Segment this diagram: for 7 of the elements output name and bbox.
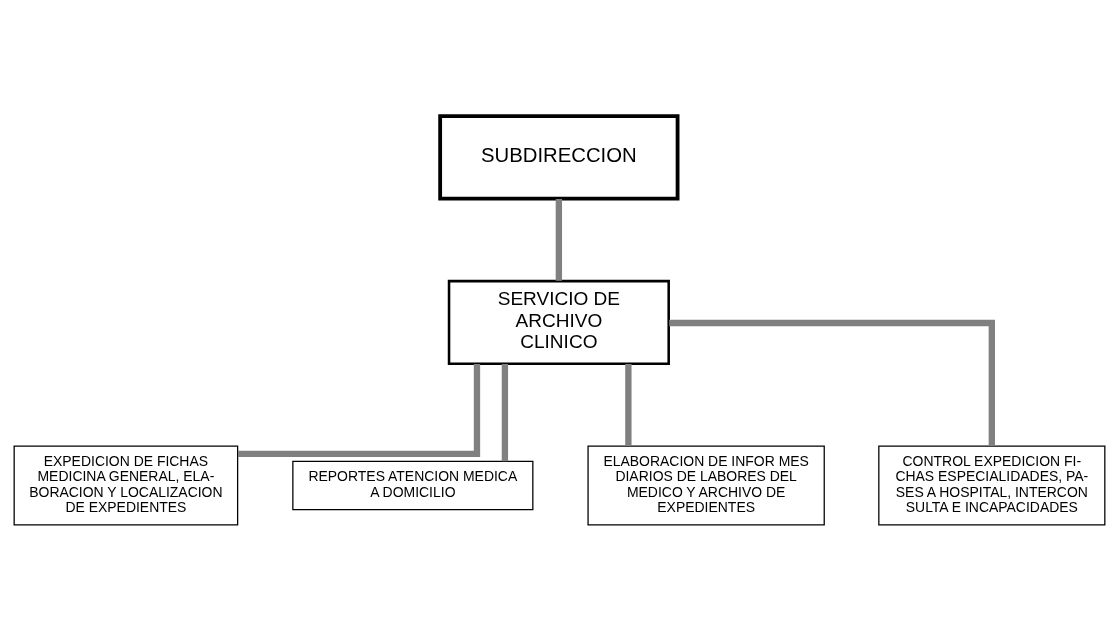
node-box: SUBDIRECCION: [438, 114, 680, 201]
node-box: EXPEDICION DE FICHAS MEDICINA GENERAL, ELA- BORACION Y LOCALIZACION DE EXPEDIENTES: [13, 445, 239, 526]
node-box: ELABORACION DE INFOR MES DIARIOS DE LABORES DEL MEDICO Y ARCHIVO DE EXPEDIENTES: [587, 445, 825, 526]
connector: [669, 319, 995, 446]
node-box: SERVICIO DE ARCHIVO CLINICO: [447, 279, 670, 365]
node-box: REPORTES ATENCION MEDICA A DOMICILIO: [292, 460, 534, 511]
node-box: CONTROL EXPEDICION FI- CHAS ESPECIALIDADES, PA- SES A HOSPITAL, INTERCON SULTA E INCAPACIDADES: [878, 445, 1106, 526]
